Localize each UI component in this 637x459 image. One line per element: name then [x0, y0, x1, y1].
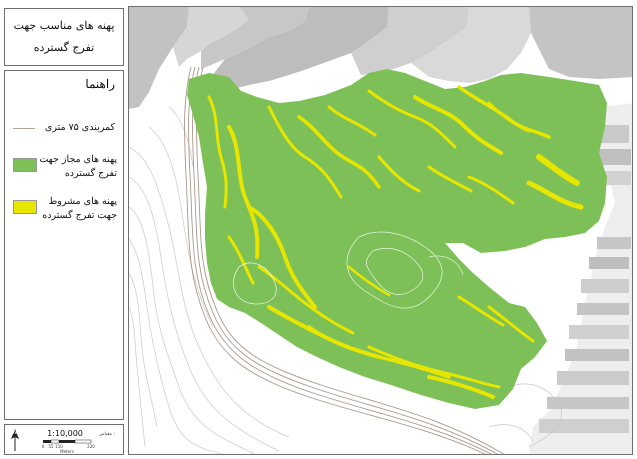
legend-swatch-belt	[13, 128, 35, 129]
scale-tick-3: 220	[87, 444, 95, 449]
scale-tick-1: 55	[48, 444, 54, 449]
map-frame[interactable]	[128, 6, 633, 455]
scale-small-label: مقیاس :	[99, 432, 115, 437]
zone-contour-lines	[233, 231, 464, 309]
north-arrow-icon: N	[11, 429, 19, 451]
scale-box: N 1:10,000 مقیاس : 0 55 110 220 Meters	[4, 424, 124, 455]
legend-swatch-conditional	[13, 200, 37, 214]
legend-heading: راهنما	[85, 77, 115, 91]
map-title-box: پهنه های مناسب جهت تفرج گسترده	[4, 8, 124, 66]
legend-label-conditional: پهنه های مشروط جهت تفرج گسترده	[42, 196, 117, 221]
legend-label-belt: کمربندی ۷۵ متری	[44, 122, 115, 133]
conditional-recreation-zone[interactable]	[207, 85, 584, 399]
legend-item-conditional: پهنه های مشروط جهت تفرج گسترده	[9, 195, 117, 223]
scale-bar	[43, 439, 92, 444]
legend-item-allowed: پهنه های مجاز جهت تفرج گسترده	[9, 153, 117, 181]
map-title-line-2: تفرج گسترده	[33, 41, 95, 54]
scale-ratio: 1:10,000	[47, 429, 83, 438]
scale-tick-2: 110	[55, 444, 63, 449]
scale-svg: N 1:10,000 مقیاس : 0 55 110 220 Meters	[11, 429, 115, 454]
map-title-line-1: پهنه های مناسب جهت	[13, 19, 115, 32]
legend-label-allowed: پهنه های مجاز جهت تفرج گسترده	[39, 154, 117, 179]
legend-box: راهنما کمربندی ۷۵ متری پهنه های مجاز جهت…	[4, 70, 124, 420]
legend-item-belt: کمربندی ۷۵ متری	[9, 121, 117, 135]
contour-lines	[129, 106, 562, 454]
scale-tick-0: 0	[42, 444, 45, 449]
map-canvas[interactable]	[129, 7, 633, 455]
belt-road-75m	[184, 66, 505, 454]
legend-swatch-allowed	[13, 158, 37, 172]
building-blocks-northwest	[129, 7, 632, 109]
north-letter: N	[13, 430, 17, 436]
scale-unit: Meters	[60, 449, 74, 454]
